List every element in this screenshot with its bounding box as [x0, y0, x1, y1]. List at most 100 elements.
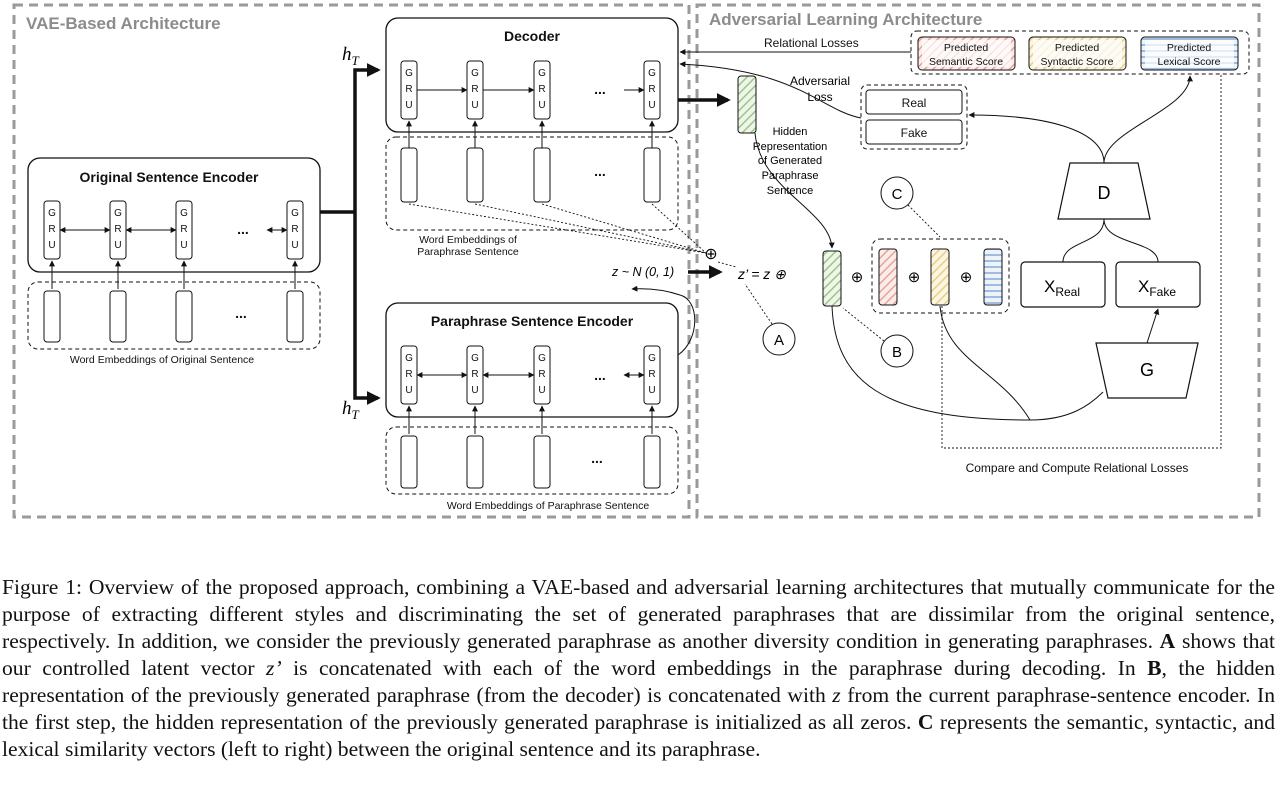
- svg-text:Sentence: Sentence: [767, 185, 813, 197]
- paraphrase-embedding-label: Word Embeddings of Paraphrase Sentence: [447, 500, 650, 512]
- paraphrase-encoder-block: Paraphrase Sentence Encoder GRUGRUGRUGRU…: [385, 302, 679, 434]
- decoder-embedding-vector: [400, 147, 418, 203]
- original-gru-letter: U: [48, 240, 55, 251]
- paraphrase-gru-cell: GRU: [400, 345, 418, 405]
- decoder-embedding-label-1: Word Embeddings of: [419, 234, 517, 246]
- original-embedding-vector: [43, 290, 61, 343]
- decoder-gru-letter: R: [405, 84, 412, 95]
- original-gru-cell: GRU: [286, 200, 304, 260]
- original-gru-letter: G: [48, 208, 56, 219]
- original-embedding-ellipsis: ...: [235, 305, 247, 321]
- paraphrase-embedding-vector: [533, 435, 551, 489]
- decoder-gru-cell: GRU: [400, 60, 418, 120]
- caption-zprime: z’: [266, 656, 282, 680]
- paraphrase-encoder-ellipsis: ...: [594, 367, 606, 383]
- marker-a: A: [744, 283, 796, 356]
- oplus-3: ⊕: [960, 269, 973, 286]
- oplus-1: ⊕: [851, 269, 864, 286]
- oplus-to-zprime-line: [717, 261, 737, 268]
- zprime-hidden-vector: [822, 250, 842, 307]
- original-gru-letter: U: [180, 240, 187, 251]
- original-gru-cell: GRU: [175, 200, 193, 260]
- caption-z: z: [832, 683, 841, 707]
- decoder-gru-letter: G: [471, 68, 479, 79]
- decoder-embedding-vector: [533, 147, 551, 203]
- discriminator-label: D: [1098, 183, 1111, 203]
- caption-bold-c: C: [917, 710, 934, 734]
- decoder-gru-letter: U: [405, 100, 412, 111]
- real-label: Real: [902, 96, 927, 110]
- decoder-embedding-row: [400, 147, 661, 203]
- x-real-label: XReal: [1044, 277, 1080, 299]
- syntactic-to-generator-line: [939, 305, 1031, 421]
- original-gru-letter: R: [291, 224, 298, 235]
- z-prior-label: z ~ N (0, 1): [611, 265, 674, 279]
- adversarial-loss-label: Adversarial Loss: [790, 74, 850, 104]
- adversarial-section-title: Adversarial Learning Architecture: [709, 10, 982, 29]
- predicted-score-line-2: Syntactic Score: [1041, 56, 1114, 68]
- adversarial-section-frame: [695, 3, 1261, 519]
- original-gru-letter: R: [180, 224, 187, 235]
- decoder-gru-letter: U: [471, 100, 478, 111]
- predicted-score-line-1: Predicted: [1167, 42, 1212, 54]
- original-embedding-label: Word Embeddings of Original Sentence: [70, 354, 254, 366]
- predicted-score-line-1: Predicted: [944, 42, 989, 54]
- adversarial-loss-arrow: [679, 61, 862, 119]
- paraphrase-gru-letter: R: [405, 369, 412, 380]
- original-encoder-ellipsis: ...: [237, 221, 249, 237]
- decoder-gru-cell: GRU: [643, 60, 661, 120]
- decoder-gru-letter: U: [538, 100, 545, 111]
- h-t-bottom-label: hT: [342, 398, 360, 422]
- original-encoder-title: Original Sentence Encoder: [80, 169, 259, 185]
- hidden-representation-vector: [737, 75, 757, 134]
- decoder-gru-cell: GRU: [466, 60, 484, 120]
- encoder-to-z-arrow: [631, 285, 696, 356]
- relational-losses-label: Relational Losses: [764, 36, 859, 50]
- real-box: [865, 89, 963, 115]
- decoder-gru-letter: U: [648, 100, 655, 111]
- marker-c: C: [880, 176, 941, 238]
- similarity-vectors-frame: [871, 238, 1010, 314]
- original-embedding-row: [43, 290, 304, 343]
- paraphrase-gru-letter: R: [538, 369, 545, 380]
- paraphrase-encoder-box: [385, 302, 679, 418]
- original-encoder-box: [27, 157, 321, 273]
- real-fake-frame: [860, 84, 968, 150]
- paraphrase-encoder-title: Paraphrase Sentence Encoder: [431, 313, 634, 329]
- paraphrase-gru-letter: U: [538, 385, 545, 396]
- x-real-to-d-line: [1062, 218, 1105, 263]
- vae-section-frame: [12, 3, 691, 519]
- paraphrase-gru-letter: U: [648, 385, 655, 396]
- svg-text:Representation: Representation: [753, 141, 828, 153]
- decoder-gru-letter: G: [648, 68, 656, 79]
- decoder-embeddings: ... Word Embeddings of Paraphrase Senten…: [385, 136, 679, 258]
- paraphrase-embedding-frame: [385, 426, 679, 495]
- paraphrase-gru-cell: GRU: [466, 345, 484, 405]
- caption-part-3: is concatenated with each of the word em…: [281, 656, 1148, 680]
- d-to-lexical-score-arrow: [1103, 75, 1193, 164]
- original-gru-letter: G: [291, 208, 299, 219]
- svg-text:Hidden: Hidden: [773, 126, 808, 138]
- svg-text:of Generated: of Generated: [758, 155, 822, 167]
- paraphrase-gru-letter: G: [648, 353, 656, 364]
- d-to-real-fake-arrow: [968, 112, 1105, 164]
- paraphrase-gru-letter: G: [538, 353, 546, 364]
- x-fake-label: XFake: [1138, 277, 1176, 299]
- svg-text:C: C: [892, 186, 903, 203]
- original-embedding-vector: [286, 290, 304, 343]
- generator-shape: [1095, 342, 1199, 399]
- caption-figure-label: Figure 1:: [2, 575, 83, 599]
- discriminator-shape: [1057, 162, 1151, 220]
- compare-dotted-line: [941, 74, 1222, 449]
- paraphrase-gru-letter: G: [471, 353, 479, 364]
- caption-part-5: from the current paraphrase-sentence enc…: [2, 683, 1275, 734]
- decoder-embedding-ellipsis: ...: [594, 163, 606, 179]
- hidden-to-vector-arrow: [754, 132, 835, 249]
